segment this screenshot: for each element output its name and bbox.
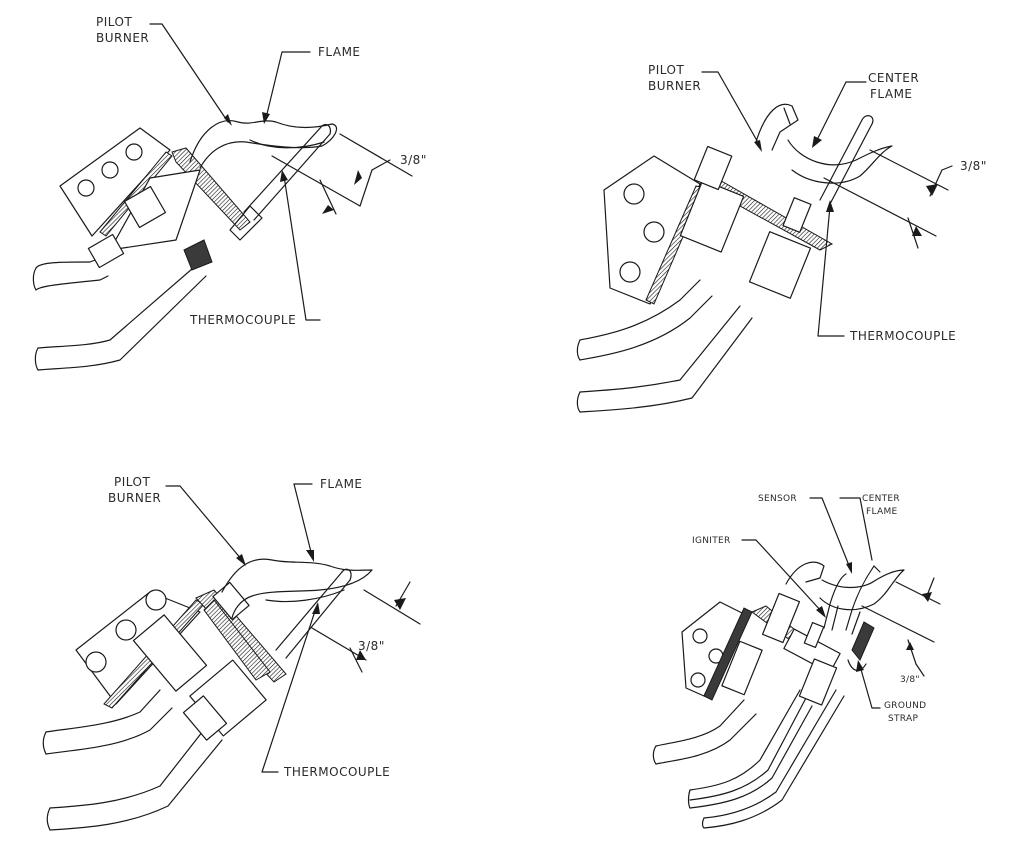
label-burner: BURNER: [96, 31, 149, 45]
label-pilot: PILOT: [648, 63, 684, 77]
panel-bottom-left: 3/8" PILOT BURNER FLAME THERMOCOUPLE: [42, 475, 421, 831]
bracket-hole: [77, 179, 95, 197]
bracket-hatch: [99, 151, 173, 237]
thermocouple-rod: [243, 125, 331, 221]
label-flame: FLAME: [870, 87, 913, 101]
label-igniter: IGNITER: [692, 536, 731, 546]
center-flame-outline: [787, 139, 893, 184]
panel-top-left: 3/8" PILOT BURNER FLAME THERMOCOUPLE: [32, 15, 427, 371]
label-flame: FLAME: [866, 507, 898, 517]
flame-outline: [249, 139, 325, 149]
label-burner: BURNER: [108, 491, 161, 505]
label-ground: GROUND: [884, 701, 926, 711]
leader-thermocouple: [283, 175, 321, 321]
label-center: CENTER: [862, 494, 900, 504]
gas-tube-upper: [35, 257, 109, 291]
panel-bottom-right: 3/8" SENSOR CENTER FLAME IGNITER GROUND …: [652, 494, 941, 829]
thermocouple-tube: [37, 261, 207, 371]
burner-fitting: [87, 233, 125, 269]
label-center: CENTER: [868, 71, 919, 85]
label-flame: FLAME: [318, 45, 361, 59]
dimension-label: 3/8": [400, 153, 427, 167]
dimension-label: 3/8": [358, 639, 385, 653]
label-flame: FLAME: [320, 477, 363, 491]
leader-flame: [265, 51, 311, 119]
label-pilot: PILOT: [96, 15, 132, 29]
panel-top-right: 3/8" PILOT BURNER CENTER FLAME THERMOCOU…: [576, 63, 987, 413]
leader-pilot: [149, 23, 229, 123]
bracket-hole: [125, 143, 143, 161]
label-burner: BURNER: [648, 79, 701, 93]
pilot-hood: [755, 103, 799, 151]
label-thermocouple: THERMOCOUPLE: [283, 765, 390, 779]
label-thermocouple: THERMOCOUPLE: [849, 329, 956, 343]
label-thermocouple: THERMOCOUPLE: [189, 313, 296, 327]
dimension-label: 3/8": [960, 159, 987, 173]
label-strap: STRAP: [888, 714, 918, 724]
mounting-bracket: [59, 127, 171, 237]
label-pilot: PILOT: [114, 475, 150, 489]
pilot-hood: [189, 120, 337, 169]
label-sensor: SENSOR: [758, 494, 797, 504]
bracket-hole: [101, 161, 119, 179]
dimension-label: 3/8": [900, 675, 920, 685]
